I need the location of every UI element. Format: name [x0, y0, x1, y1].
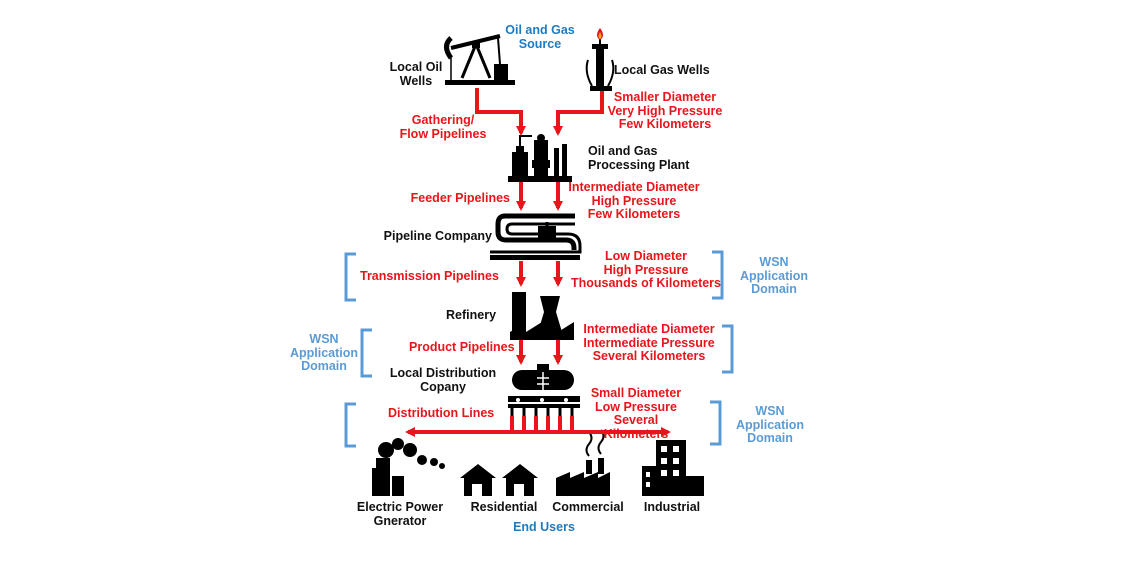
processing-plant-label: Oil and Gas Processing Plant [588, 144, 690, 172]
industrial-building-icon [642, 440, 704, 496]
source-title: Oil and Gas Source [505, 23, 575, 51]
local-distribution-label: Local Distribution Copany [389, 366, 497, 394]
commercial-factory-icon [556, 429, 610, 496]
end-user-electric-power: Electric Power Gnerator [356, 500, 444, 528]
wsn-brackets [344, 250, 734, 448]
distribution-lines-label: Distribution Lines [388, 406, 495, 420]
gas-wells-label: Local Gas Wells [614, 63, 710, 77]
flow-arrows [405, 88, 671, 437]
storage-tank-icon [508, 364, 580, 416]
gathering-pipelines-label: Gathering/ Flow Pipelines [399, 113, 487, 141]
power-plant-icon [372, 438, 445, 496]
end-user-residential: Residential [470, 500, 538, 514]
product-pipelines-label: Product Pipelines [409, 340, 515, 354]
distribution-specs: Small Diameter Low Pressure Several Kilo… [590, 386, 682, 441]
wsn-domain-transmission: WSN Application Domain [739, 255, 809, 296]
house-icon [460, 464, 538, 496]
feeder-pipelines-label: Feeder Pipelines [410, 191, 510, 205]
transmission-pipelines-label: Transmission Pipelines [360, 269, 499, 283]
refinery-label: Refinery [446, 308, 497, 322]
processing-plant-icon [508, 134, 572, 182]
wsn-domain-distribution: WSN Application Domain [735, 404, 805, 445]
end-users-title: End Users [513, 520, 575, 534]
refinery-icon [510, 292, 574, 340]
end-user-commercial: Commercial [552, 500, 624, 514]
oil-wells-label: Local Oil Wells [389, 60, 443, 88]
gathering-specs: Smaller Diameter Very High Pressure Few … [607, 90, 723, 131]
feeder-specs: Intermediate Diameter High Pressure Few … [568, 180, 700, 221]
pumpjack-icon [444, 34, 515, 85]
gas-well-icon [585, 28, 615, 91]
wsn-domain-product: WSN Application Domain [289, 332, 359, 373]
end-user-industrial: Industrial [643, 500, 701, 514]
product-specs: Intermediate Diameter Intermediate Press… [583, 322, 715, 363]
pipeline-company-icon [490, 213, 582, 260]
transmission-specs: Low Diameter High Pressure Thousands of … [570, 249, 722, 290]
pipeline-company-label: Pipeline Company [383, 229, 492, 243]
